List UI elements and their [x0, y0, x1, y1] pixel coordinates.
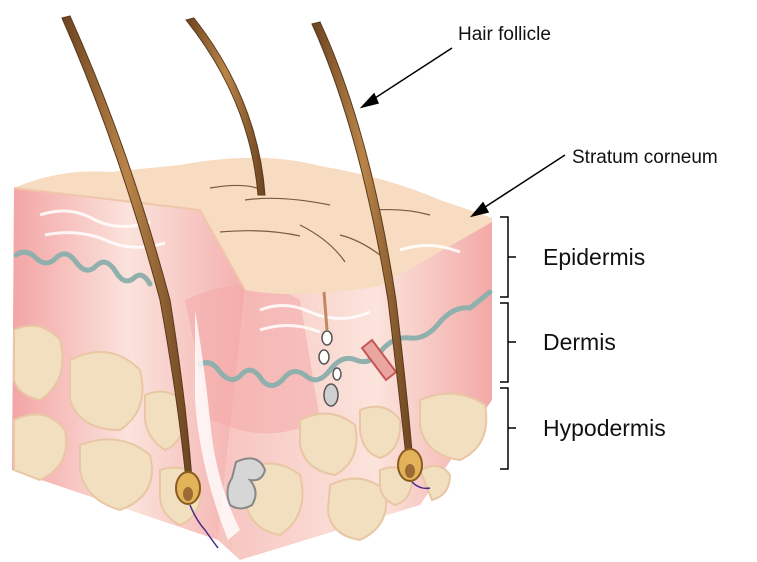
layer-brackets — [500, 217, 516, 469]
hair-bulb-left — [176, 472, 200, 504]
hair-bulb-right — [398, 449, 422, 481]
skin-block — [12, 158, 492, 560]
hypodermis-label: Hypodermis — [543, 415, 666, 441]
hair-follicle-arrowhead — [362, 94, 378, 107]
epidermis-label: Epidermis — [543, 244, 645, 270]
hair-follicle-arrow — [372, 48, 452, 100]
stratum-corneum-arrow — [482, 155, 565, 209]
dermis-bracket — [500, 303, 516, 382]
hair-follicle-label: Hair follicle — [458, 24, 551, 45]
hypodermis-bracket — [500, 388, 516, 469]
dermis-label: Dermis — [543, 329, 616, 355]
stratum-corneum-label: Stratum corneum — [572, 147, 718, 168]
epidermis-bracket — [500, 217, 516, 297]
stratum-corneum-arrowhead — [472, 203, 488, 216]
